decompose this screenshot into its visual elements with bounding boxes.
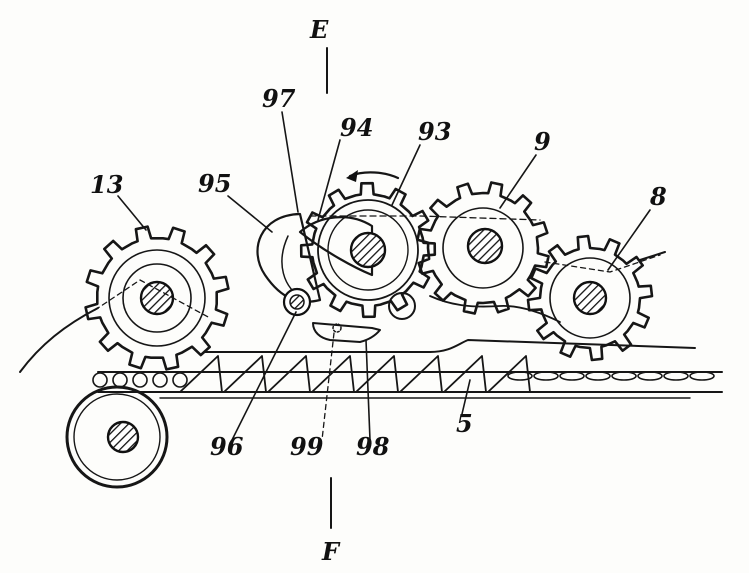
- label-95: 95: [198, 169, 231, 198]
- section-mark-e: E: [309, 15, 329, 44]
- rack-5: [92, 355, 723, 399]
- chain-link: [611, 371, 637, 381]
- rack-roller: [172, 372, 188, 388]
- gear-9: [416, 181, 561, 323]
- chain-link: [637, 371, 663, 381]
- chain-link: [533, 371, 559, 381]
- rack-tooth: [267, 355, 311, 393]
- chain-link: [507, 371, 533, 381]
- rack-roller: [152, 372, 168, 388]
- rack-tooth: [223, 355, 267, 393]
- label-9: 9: [534, 127, 551, 156]
- lower-roller: [65, 385, 169, 489]
- chain-link: [689, 371, 715, 381]
- label-8: 8: [649, 182, 667, 211]
- label-94: 94: [340, 113, 373, 142]
- chain-link: [663, 371, 689, 381]
- rack-tooth: [443, 355, 487, 393]
- label-97: 97: [262, 84, 296, 113]
- pawl-98: [312, 322, 381, 441]
- guide-curve-left: [19, 307, 99, 373]
- lever-95: [256, 212, 322, 317]
- guide-stub-right: [639, 251, 666, 261]
- rack-roller: [132, 372, 148, 388]
- rack-roller: [92, 372, 108, 388]
- rack-tooth: [311, 355, 355, 393]
- gear-13: [84, 225, 230, 371]
- rack-tooth: [399, 355, 443, 393]
- gear-8: [526, 234, 661, 362]
- label-96: 96: [210, 432, 244, 461]
- rack-tooth: [355, 355, 399, 393]
- gear-93: [298, 181, 541, 320]
- section-mark-f: F: [321, 537, 341, 566]
- rack-tooth: [487, 355, 531, 393]
- chain-link: [585, 371, 611, 381]
- rack-tooth: [179, 355, 223, 393]
- label-5: 5: [456, 409, 473, 438]
- rack-roller: [112, 372, 128, 388]
- leader-lines: [117, 111, 651, 441]
- section-line: [326, 47, 332, 529]
- guide-rail: [204, 339, 696, 353]
- chain-link: [559, 371, 585, 381]
- rotation-arrow: [346, 170, 400, 182]
- label-13: 13: [90, 170, 123, 199]
- label-99: 99: [290, 432, 324, 461]
- label-93: 93: [418, 117, 451, 146]
- label-98: 98: [356, 432, 390, 461]
